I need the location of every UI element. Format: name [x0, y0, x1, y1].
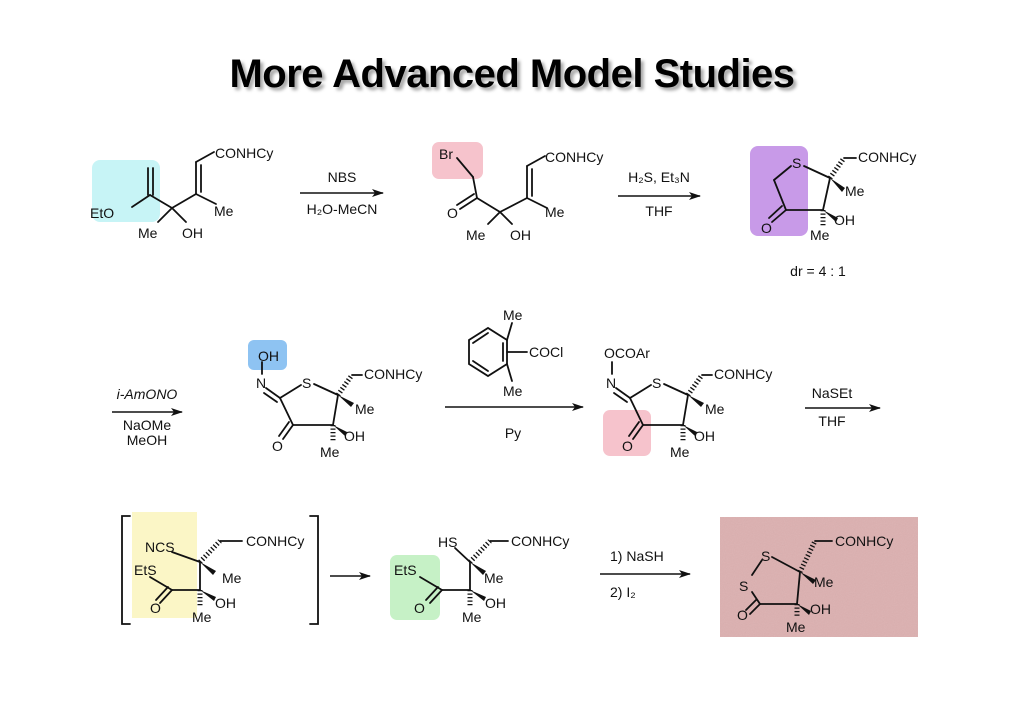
- methyl-label: Me: [462, 609, 482, 625]
- left-bracket: [121, 515, 131, 625]
- thioester-highlight: [132, 512, 197, 618]
- methyl-label: Me: [484, 570, 504, 586]
- methyl-label: Me: [786, 619, 806, 635]
- hydroxyl-label: OH: [344, 428, 365, 444]
- hydroxyl-label: OH: [258, 348, 279, 364]
- solvent-label: MeOH: [127, 432, 167, 448]
- methyl-label: Me: [466, 227, 486, 243]
- sulfur-label: S: [652, 375, 661, 391]
- reaction-arrow-3: i-AmONO NaOMe MeOH: [112, 386, 183, 448]
- methyl-label: Me: [705, 401, 725, 417]
- thiol-label: HS: [438, 534, 457, 550]
- reaction-arrow-1: NBS H₂O-MeCN: [300, 169, 384, 217]
- ethylthio-label: EtS: [394, 562, 417, 578]
- amide-label: CONHCy: [858, 149, 916, 165]
- methyl-label: Me: [545, 204, 565, 220]
- methyl-label: Me: [814, 574, 834, 590]
- nitrogen-label: N: [606, 375, 616, 391]
- methyl-label: Me: [503, 307, 523, 323]
- sulfur-label: S: [739, 578, 748, 594]
- base-label: Py: [505, 425, 521, 441]
- oxime: OH N S CONHCy Me OH Me O: [248, 340, 422, 460]
- methyl-label: Me: [355, 401, 375, 417]
- oxygen-label: O: [150, 600, 161, 616]
- methyl-label: Me: [192, 609, 212, 625]
- sulfur-label: S: [761, 548, 770, 564]
- bromoketone: Br O Me OH Me CONHCy: [432, 142, 603, 243]
- hydroxyl-label: OH: [834, 212, 855, 228]
- methyl-label: Me: [214, 203, 234, 219]
- methyl-label: Me: [845, 183, 865, 199]
- methyl-label: Me: [503, 383, 523, 399]
- diastereomeric-ratio: dr = 4 : 1: [790, 263, 846, 279]
- starting-material: EtO Me OH Me CONHCy: [90, 145, 273, 241]
- oxygen-label: O: [761, 220, 772, 236]
- enol-ether-highlight: [92, 160, 160, 222]
- solvent-label: H₂O-MeCN: [307, 201, 378, 217]
- reaction-arrow-2: H₂S, Et₃N THF: [618, 169, 701, 219]
- reagent-label: H₂S, Et₃N: [628, 169, 690, 185]
- thiolanone: S CONHCy Me OH Me O dr = 4 : 1: [750, 146, 916, 279]
- reaction-arrow-4: Me COCl Me Py: [445, 307, 584, 441]
- methyl-label: Me: [320, 444, 340, 460]
- amide-label: CONHCy: [215, 145, 273, 161]
- right-bracket: [309, 515, 319, 625]
- isothiocyanate-label: NCS: [145, 539, 175, 555]
- dithiolanone-product: S S CONHCy Me O OH Me: [720, 517, 918, 637]
- methyl-label: Me: [810, 227, 830, 243]
- oxygen-label: O: [622, 438, 633, 454]
- amide-label: CONHCy: [511, 533, 569, 549]
- ethylthio-label: EtS: [134, 562, 157, 578]
- hydroxyl-label: OH: [810, 601, 831, 617]
- bromide-highlight: [432, 142, 483, 179]
- amide-label: CONHCy: [364, 366, 422, 382]
- solvent-label: THF: [645, 203, 672, 219]
- base-label: NaOMe: [123, 417, 171, 433]
- eto-label: EtO: [90, 205, 114, 221]
- reagent-label: i-AmONO: [117, 386, 178, 402]
- reagent-label: NaSEt: [812, 385, 853, 401]
- oxygen-label: O: [737, 607, 748, 623]
- methyl-label: Me: [670, 444, 690, 460]
- thioester-highlight: [390, 555, 440, 620]
- hydroxyl-label: OH: [510, 227, 531, 243]
- oxime-ester: OCOAr N S CONHCy Me OH Me O: [603, 345, 772, 460]
- hydroxyl-label: OH: [485, 595, 506, 611]
- oxime-highlight: [248, 340, 287, 370]
- hydroxyl-label: OH: [215, 595, 236, 611]
- oxygen-label: O: [272, 438, 283, 454]
- oxygen-label: O: [414, 600, 425, 616]
- sulfur-label: S: [792, 155, 801, 171]
- amide-label: CONHCy: [545, 149, 603, 165]
- amide-label: CONHCy: [835, 533, 893, 549]
- amide-label: CONHCy: [246, 533, 304, 549]
- hydroxyl-label: OH: [182, 225, 203, 241]
- bracketed-intermediate: NCS CONHCy EtS Me O OH Me: [121, 512, 319, 625]
- solvent-label: THF: [818, 413, 845, 429]
- reaction-arrow-7: 1) NaSH 2) I₂: [600, 548, 691, 600]
- reagent-label: NBS: [328, 169, 357, 185]
- nitrogen-label: N: [256, 375, 266, 391]
- slide-title: More Advanced Model Studies: [229, 52, 795, 96]
- hydroxyl-label: OH: [694, 428, 715, 444]
- acyloxy-label: OCOAr: [604, 345, 650, 361]
- methyl-label: Me: [222, 570, 242, 586]
- oxygen-label: O: [447, 205, 458, 221]
- reagent-label: 2) I₂: [610, 584, 636, 600]
- methyl-label: Me: [138, 225, 158, 241]
- acyl-chloride-label: COCl: [529, 344, 563, 360]
- sulfur-label: S: [302, 375, 311, 391]
- thiol-thioester: HS CONHCy EtS Me O OH Me: [390, 533, 569, 625]
- bromine-label: Br: [439, 146, 453, 162]
- reaction-arrow-5: NaSEt THF: [805, 385, 881, 429]
- amide-label: CONHCy: [714, 366, 772, 382]
- reagent-label: 1) NaSH: [610, 548, 664, 564]
- benzoyl-chloride-structure: Me COCl Me: [468, 307, 563, 399]
